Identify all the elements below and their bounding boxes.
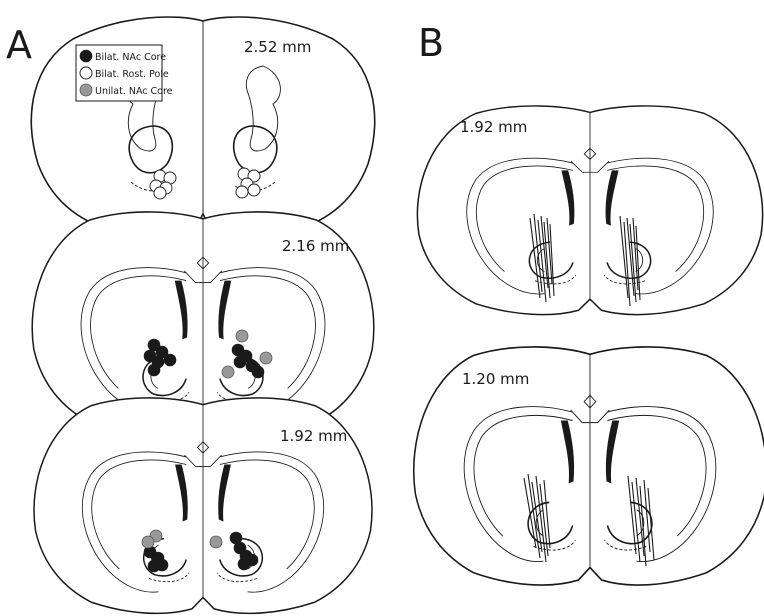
slice-b-192: [417, 106, 762, 315]
legend-swatch-pole: [80, 67, 92, 79]
legend-label-pole: Bilat. Rost. Pole: [95, 69, 169, 80]
legend-swatch-unilat: [80, 84, 92, 96]
section-label-a-2: 2.16 mm: [282, 237, 349, 255]
section-label-a-3: 1.92 mm: [280, 427, 347, 445]
legend-swatch-core: [80, 50, 92, 62]
panel-label-a: A: [6, 23, 32, 67]
legend-label-unilat: Unilat. NAc Core: [95, 86, 173, 97]
legend: Bilat. NAc Core Bilat. Rost. Pole Unilat…: [76, 45, 173, 101]
section-label-b-1: 1.92 mm: [460, 118, 527, 136]
panel-label-b: B: [418, 21, 444, 65]
legend-label-core: Bilat. NAc Core: [95, 52, 166, 63]
section-label-a-1: 2.52 mm: [244, 38, 311, 56]
section-label-b-2: 1.20 mm: [462, 370, 529, 388]
